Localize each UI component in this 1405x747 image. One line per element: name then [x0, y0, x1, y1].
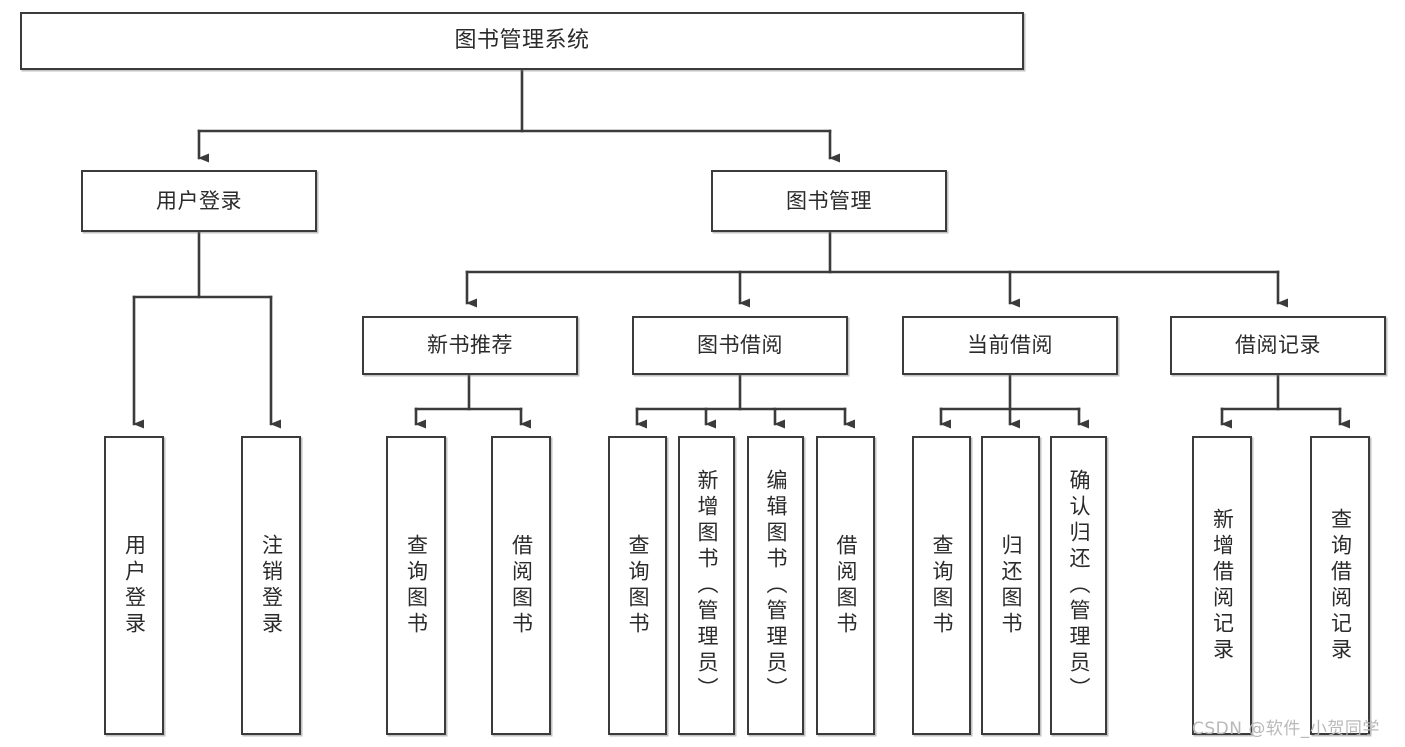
node-leaf-query-book-2[interactable]: 查询图书: [608, 436, 667, 735]
node-label: 用户登录: [156, 188, 242, 213]
node-label: 查询图书: [930, 533, 954, 638]
node-label: 新书推荐: [427, 333, 513, 358]
node-label: 当前借阅: [967, 333, 1053, 358]
node-user-login[interactable]: 用户登录: [81, 170, 317, 232]
node-label: 新增借阅记录: [1210, 507, 1235, 664]
node-label: 查询图书: [626, 533, 650, 638]
node-leaf-add-borrow-record[interactable]: 新增借阅记录: [1192, 436, 1252, 735]
node-label: 图书管理系统: [454, 28, 590, 54]
node-label: 确认归还（管理员）: [1067, 468, 1091, 703]
node-new-book-recommend[interactable]: 新书推荐: [362, 316, 578, 375]
node-leaf-return-book[interactable]: 归还图书: [981, 436, 1040, 735]
node-leaf-borrow-book-2[interactable]: 借阅图书: [816, 436, 875, 735]
node-leaf-add-book[interactable]: 新增图书（管理员）: [678, 436, 735, 735]
node-label: 新增图书（管理员）: [695, 468, 719, 703]
node-book-management-system[interactable]: 图书管理系统: [20, 12, 1024, 70]
node-label: 借阅图书: [834, 533, 858, 638]
node-label: 图书管理: [786, 188, 872, 213]
node-leaf-user-login[interactable]: 用户登录: [104, 436, 164, 735]
node-leaf-edit-book[interactable]: 编辑图书（管理员）: [747, 436, 804, 735]
node-leaf-query-book-1[interactable]: 查询图书: [386, 436, 446, 735]
node-book-management[interactable]: 图书管理: [711, 170, 947, 232]
node-label: 借阅图书: [509, 533, 534, 638]
node-label: 归还图书: [999, 533, 1023, 638]
csdn-watermark: CSDN @软件_小贺同学: [1192, 719, 1380, 739]
node-current-borrow[interactable]: 当前借阅: [902, 316, 1118, 375]
node-leaf-borrow-book-1[interactable]: 借阅图书: [491, 436, 551, 735]
node-label: 查询借阅记录: [1328, 507, 1353, 664]
node-borrow-record[interactable]: 借阅记录: [1170, 316, 1386, 375]
node-leaf-query-borrow-record[interactable]: 查询借阅记录: [1310, 436, 1370, 735]
node-label: 借阅记录: [1235, 333, 1321, 358]
node-label: 图书借阅: [697, 333, 783, 358]
node-leaf-logout-login[interactable]: 注销登录: [241, 436, 301, 735]
node-label: 用户登录: [122, 533, 147, 638]
node-book-borrow[interactable]: 图书借阅: [632, 316, 848, 375]
node-label: 注销登录: [259, 533, 284, 638]
node-leaf-query-book-3[interactable]: 查询图书: [912, 436, 971, 735]
node-leaf-confirm-return[interactable]: 确认归还（管理员）: [1050, 436, 1107, 735]
node-label: 编辑图书（管理员）: [764, 468, 788, 703]
node-label: 查询图书: [404, 533, 429, 638]
